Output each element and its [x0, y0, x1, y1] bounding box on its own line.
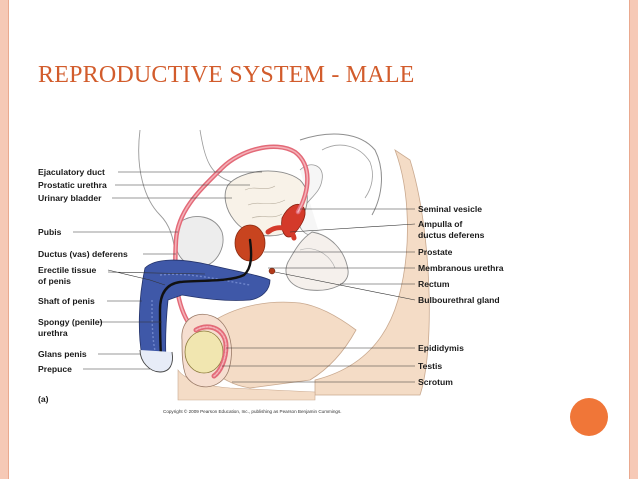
orange-dot-decoration — [570, 398, 608, 436]
rectum-outline — [285, 231, 349, 291]
label-membranous-urethra: Membranous urethra — [418, 263, 504, 273]
label-glans-penis: Glans penis — [38, 349, 87, 359]
sacrum — [299, 133, 382, 216]
label-of-penis: of penis — [38, 276, 71, 286]
inner-outline — [199, 129, 233, 183]
label-shaft-of-penis: Shaft of penis — [38, 296, 95, 306]
label-ductus-deferens: Ductus (vas) deferens — [38, 249, 128, 259]
label-epididymis: Epididymis — [418, 343, 464, 353]
label-spongy-urethra: Spongy (penile) — [38, 317, 103, 327]
label-prepuce: Prepuce — [38, 364, 72, 374]
label-prostate: Prostate — [418, 247, 453, 257]
pubis-bone — [175, 216, 224, 268]
label-testis: Testis — [418, 361, 442, 371]
urethra — [158, 238, 253, 370]
label-urethra: urethra — [38, 328, 68, 338]
panel-label: (a) — [38, 394, 49, 404]
label-ejaculatory-duct: Ejaculatory duct — [38, 167, 105, 177]
label-seminal-vesicle: Seminal vesicle — [418, 204, 482, 214]
ampulla — [265, 225, 297, 241]
label-bulbourethral-gland: Bulbourethral gland — [418, 295, 500, 305]
bulbourethral-gland — [268, 267, 276, 275]
label-ductus-deferens-right: ductus deferens — [418, 230, 485, 240]
label-prostatic-urethra: Prostatic urethra — [38, 180, 107, 190]
glans-penis — [139, 349, 173, 373]
copyright-text: Copyright © 2009 Pearson Education, Inc.… — [163, 408, 342, 414]
label-rectum: Rectum — [418, 279, 450, 289]
abdomen-outline — [138, 129, 176, 261]
right-leader-lines — [222, 208, 416, 383]
erectile-texture — [151, 273, 251, 356]
label-erectile-tissue: Erectile tissue — [38, 265, 96, 275]
right-border-line — [629, 0, 630, 479]
right-border — [630, 0, 638, 479]
label-pubis: Pubis — [38, 227, 62, 237]
testis — [184, 330, 224, 374]
slide-title: REPRODUCTIVE SYSTEM - MALE — [38, 62, 415, 88]
label-scrotum: Scrotum — [418, 377, 453, 387]
back-tissue — [314, 148, 430, 396]
label-ampulla: Ampulla of — [418, 219, 463, 229]
left-border — [0, 0, 8, 479]
sacrum-segments — [321, 144, 373, 199]
thigh-tissue — [205, 301, 357, 389]
body-outline — [138, 129, 430, 401]
left-leader-lines — [73, 171, 262, 370]
bladder-wrinkles — [244, 185, 286, 219]
left-border-line — [8, 0, 9, 479]
epididymis-inner — [195, 326, 227, 377]
label-urinary-bladder: Urinary bladder — [38, 193, 102, 203]
